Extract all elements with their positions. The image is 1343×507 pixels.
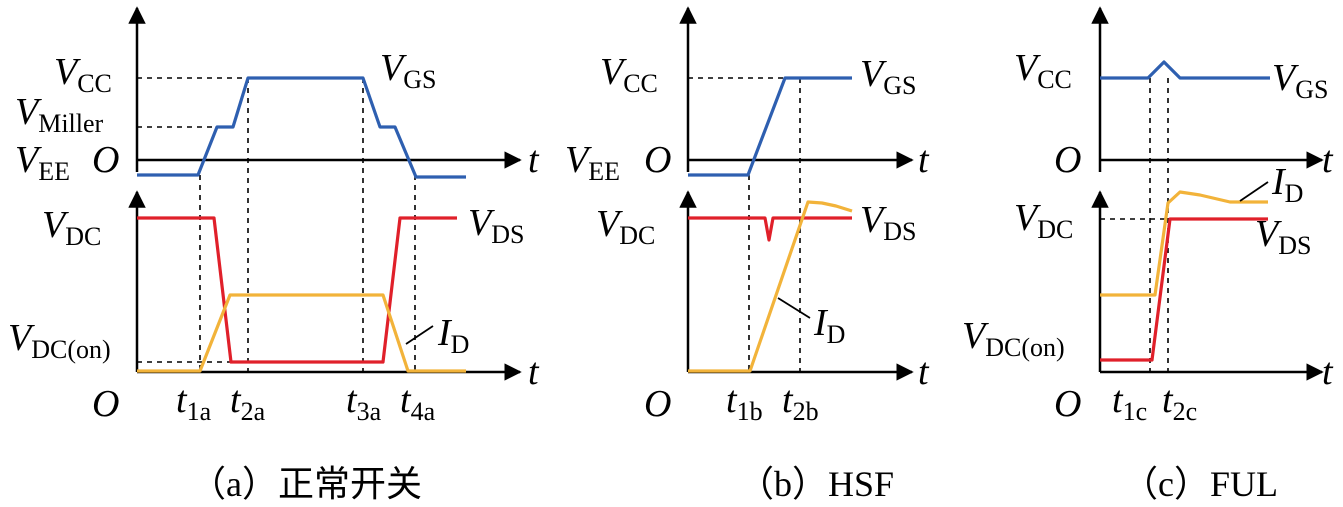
panel-c-t1-label: t1c [1112, 379, 1147, 426]
panel-c-vcc-label: VCC [1014, 47, 1072, 94]
panel-c-vdc-label: VDC [1014, 197, 1073, 244]
panel-c-origin-bottom: O [1054, 383, 1081, 425]
panel-b-vdc-label: VDC [596, 203, 655, 250]
panel-c-vds-label: VDS [1255, 213, 1311, 260]
panel-a-origin-bottom: O [92, 383, 119, 425]
panel-c-origin-top: O [1054, 139, 1081, 181]
panel-b-vcc-label: VCC [600, 51, 658, 98]
panel-a: VCC VMiller VEE O VGS t VDC VDS VDC(on) … [8, 6, 540, 504]
panel-a-vee-label: VEE [15, 139, 70, 186]
panel-c: VCC O VGS t VDC VDS ID VDC(on) t O t1c t… [962, 6, 1334, 504]
panel-c-id-leader [1239, 181, 1269, 202]
panel-a-vcc-label: VCC [54, 51, 112, 98]
panel-c-t2-label: t2c [1162, 379, 1197, 426]
panel-a-t4-label: t4a [400, 379, 436, 426]
panel-c-vds-trace [1100, 217, 1268, 362]
panel-b-vgs-label: VGS [860, 53, 916, 100]
panel-c-id-trace [1100, 190, 1268, 297]
panel-b-t-top-label: t [918, 139, 930, 181]
panel-c-vgs-label: VGS [1272, 57, 1328, 104]
panel-c-t-top-label: t [1322, 139, 1334, 181]
panel-a-vds-trace [137, 216, 457, 364]
panel-b-vds-label: VDS [860, 199, 916, 246]
panel-b-id-trace [688, 200, 853, 373]
panel-b-caption: （b）HSF [738, 464, 894, 504]
panel-a-vdc-label: VDC [42, 204, 101, 251]
panel-a-vgs-trace [137, 76, 466, 179]
panel-b-t-bottom-label: t [918, 351, 930, 393]
panel-a-id-trace [137, 293, 466, 373]
panel-b-t2-label: t2b [782, 379, 819, 426]
panel-b-vgs-trace [688, 76, 852, 177]
panel-a-t2-label: t2a [230, 379, 266, 426]
panel-b-origin-top: O [644, 139, 671, 181]
panel-a-t-top-label: t [528, 139, 540, 181]
panel-b-id-label: ID [813, 302, 845, 349]
panel-a-id-leader [405, 325, 434, 345]
panel-b-vee-label: VEE [565, 139, 620, 186]
panel-b-vds-trace [688, 216, 852, 242]
panel-c-vgs-trace [1100, 60, 1270, 80]
panel-b-id-leader [777, 297, 811, 319]
panel-c-caption: （c）FUL [1122, 464, 1278, 504]
panel-a-t3-label: t3a [346, 379, 382, 426]
panel-b-origin-bottom: O [644, 383, 671, 425]
panel-a-id-label: ID [437, 312, 469, 359]
panel-a-vgs-label: VGS [380, 47, 436, 94]
panel-b-t1-label: t1b [726, 379, 763, 426]
panel-a-origin-top: O [92, 139, 119, 181]
panel-a-t1-label: t1a [176, 379, 212, 426]
panel-b: VCC VEE O VGS t VDC VDS ID t O t1b t2b （… [565, 6, 930, 504]
panel-c-t-bottom-label: t [1322, 351, 1334, 393]
panel-c-id-label: ID [1271, 161, 1303, 208]
panel-a-vds-label: VDS [468, 202, 524, 249]
panel-a-caption: （a）正常开关 [190, 464, 422, 504]
panel-a-t-bottom-label: t [528, 351, 540, 393]
panel-a-vdcon-label: VDC(on) [8, 317, 111, 364]
panel-c-vdcon-label: VDC(on) [962, 315, 1065, 362]
panel-a-vmiller-label: VMiller [15, 91, 104, 138]
